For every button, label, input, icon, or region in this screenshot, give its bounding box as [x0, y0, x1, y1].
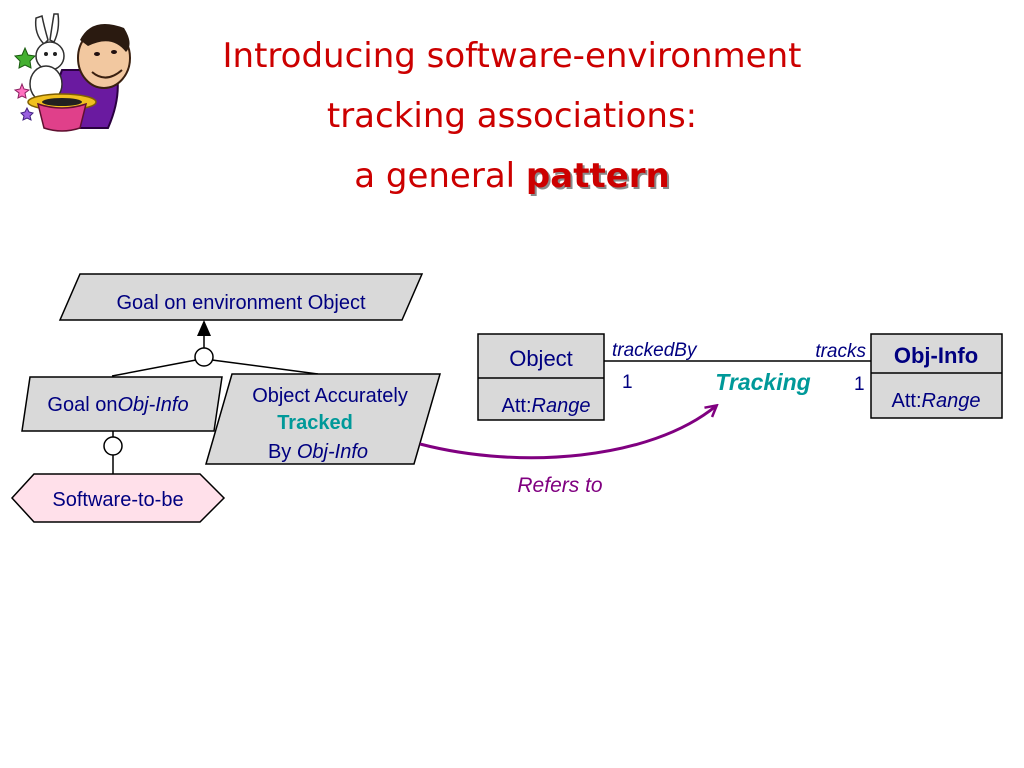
and-refinement-node [194, 347, 214, 367]
association-name-tracking: Tracking [715, 369, 810, 395]
obj-info-entity-box [870, 333, 1003, 419]
subgoal-accurately-tracked-shape [205, 373, 441, 465]
refinement-arrowhead [197, 320, 211, 336]
object-entity-attr-italic: Range [532, 395, 591, 417]
obj-info-entity-attr: Att:Range [892, 390, 981, 412]
parent-goal-label: Goal on environment Object [116, 292, 365, 314]
multiplicity-left: 1 [622, 372, 633, 393]
subgoal-obj-info-label: Goal onObj-Info [47, 394, 188, 416]
parent-goal-shape [58, 273, 424, 321]
object-entity-name: Object [509, 346, 573, 371]
title-emphasis-pattern: pattern [525, 156, 670, 196]
subgoal-obj-info-shape [21, 376, 223, 432]
refers-to-label: Refers to [517, 474, 603, 497]
responsibility-node [103, 436, 123, 456]
agent-software-to-be-shape [10, 473, 226, 523]
title-line-2: tracking associations: [326, 96, 698, 136]
subgoal-obj-info-italic: Obj-Info [117, 394, 188, 416]
subgoal-line-3: By Obj-Info [268, 441, 368, 463]
magician-clipart-icon [13, 13, 131, 132]
title-line-1: Introducing software-environment [222, 36, 802, 76]
object-entity-box [477, 333, 605, 421]
subgoal-line-3-prefix: By [268, 441, 297, 463]
role-tracked-by: trackedBy [612, 340, 698, 361]
subgoal-line-1: Object Accurately [252, 385, 408, 407]
subgoal-obj-info-prefix: Goal on [47, 394, 117, 416]
obj-info-entity-name: Obj-Info [894, 343, 978, 368]
obj-info-entity-attr-italic: Range [922, 390, 981, 412]
role-tracks: tracks [815, 341, 866, 362]
refinement-branch-left [111, 359, 197, 377]
subgoal-line-2-tracked: Tracked [277, 412, 353, 434]
title-line-3: a general pattern [0, 156, 1024, 196]
refers-to-arrow [419, 406, 716, 460]
object-entity-attr-prefix: Att: [502, 395, 532, 417]
subgoal-line-3-italic: Obj-Info [297, 441, 368, 463]
obj-info-entity-attr-prefix: Att: [892, 390, 922, 412]
agent-software-to-be-label: Software-to-be [52, 489, 183, 511]
refinement-branch-right [211, 359, 319, 375]
title-line-3-prefix: a general [354, 156, 526, 196]
multiplicity-right: 1 [854, 374, 865, 395]
object-entity-attr: Att:Range [502, 395, 591, 417]
